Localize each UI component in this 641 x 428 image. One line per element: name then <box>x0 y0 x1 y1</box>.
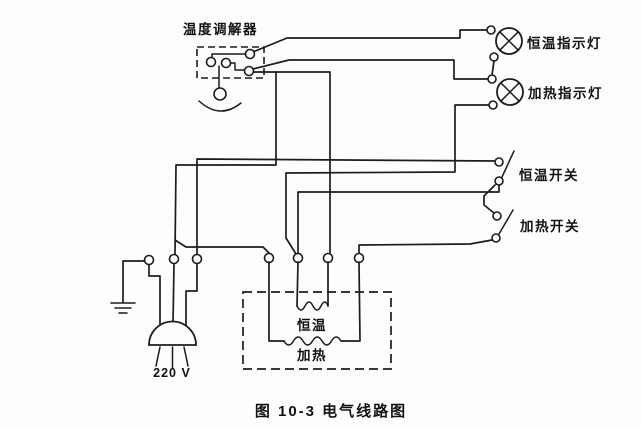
switch-constant-terminal-top <box>494 157 504 167</box>
element-heating-label: 加热 <box>296 347 327 363</box>
wire-switch-constant-to-switch-heating <box>483 184 496 214</box>
heater-box: 恒温 加热 <box>242 261 392 370</box>
lamp-heating-terminal-top <box>487 74 497 84</box>
plug-wire-left <box>148 264 161 327</box>
element-constant-label: 恒温 <box>297 317 327 333</box>
lamp-constant-label: 恒温指示灯 <box>527 35 602 51</box>
plug-prongs <box>155 346 189 369</box>
regulator-dial-arc <box>198 100 242 112</box>
wire-terminal3-to-switch-constant <box>196 158 496 255</box>
wire-switch-heating-to-terminal7 <box>358 239 493 255</box>
switch-heating-label: 加热开关 <box>519 218 580 234</box>
wires <box>174 29 500 255</box>
regulator-terminal-bottom-right <box>243 65 255 77</box>
constant-temp-switch: 恒温开关 <box>494 150 579 186</box>
regulator-pendulum-bob <box>213 87 227 101</box>
switch-heating-terminal-top <box>492 211 502 221</box>
temperature-regulator: 温度调解器 <box>183 21 265 112</box>
figure-caption: 图 10-3 电气线路图 <box>255 402 407 420</box>
constant-temp-indicator-lamp: 恒温指示灯 <box>486 25 602 62</box>
ground-bars-icon <box>110 302 136 314</box>
regulator-dashed-box <box>196 46 265 79</box>
ground-symbol <box>110 260 145 314</box>
element-heating-lead-right <box>340 261 361 342</box>
switch-constant-terminal-bottom <box>494 176 504 186</box>
wire-regulator-to-terminal6 <box>252 71 331 255</box>
wire-lamp1-to-lamp2 <box>491 60 495 76</box>
power-plug: 220 V <box>148 263 198 380</box>
heater-dashed-box <box>242 291 392 370</box>
wire-switch-constant-to-terminal5 <box>297 184 500 254</box>
element-constant-lead-left <box>296 261 299 307</box>
terminal-2 <box>168 253 180 265</box>
wire-branch-to-terminal2 <box>174 71 277 255</box>
lamp-heating-cross-icon <box>500 82 520 102</box>
plug-wire-right <box>185 263 198 327</box>
regulator-terminal-left <box>205 56 217 68</box>
switch-constant-lever <box>501 150 515 178</box>
switch-heating-terminal-bottom <box>491 233 501 243</box>
terminal-3 <box>191 253 203 265</box>
lamp-constant-cross-icon <box>499 31 519 51</box>
switch-heating-lever <box>498 209 514 235</box>
terminal-row <box>143 252 365 266</box>
regulator-inner-wire-step <box>229 62 246 71</box>
wire-branch-to-terminal4 <box>174 239 270 254</box>
lamp-heating-label: 加热指示灯 <box>527 85 603 101</box>
wire-lamp-heating-to-terminal5 <box>285 104 490 255</box>
wire-regulator-to-lamp-heating <box>252 59 489 80</box>
element-heating-lead-left <box>268 261 285 342</box>
heating-switch: 加热开关 <box>491 209 580 243</box>
switch-constant-label: 恒温开关 <box>519 167 579 183</box>
plug-wire-middle <box>172 263 175 325</box>
lamp-constant-terminal-top <box>486 25 496 35</box>
plug-body <box>148 320 197 346</box>
element-heating-coil <box>283 336 342 346</box>
heating-indicator-lamp: 加热指示灯 <box>487 74 603 110</box>
wire-regulator-to-lamp-constant <box>252 29 488 53</box>
lamp-constant-terminal-bottom <box>489 52 499 62</box>
voltage-label: 220 V <box>153 366 191 380</box>
regulator-inner-wire-top <box>211 53 247 60</box>
element-constant-coil <box>296 301 329 311</box>
ground-wire <box>122 260 145 303</box>
regulator-terminal-middle <box>220 57 232 69</box>
regulator-label: 温度调解器 <box>183 21 258 37</box>
terminal-1 <box>143 254 155 266</box>
regulator-terminal-top-right <box>244 48 256 60</box>
lamp-heating-terminal-bottom <box>488 100 498 110</box>
terminal-5 <box>292 252 304 264</box>
